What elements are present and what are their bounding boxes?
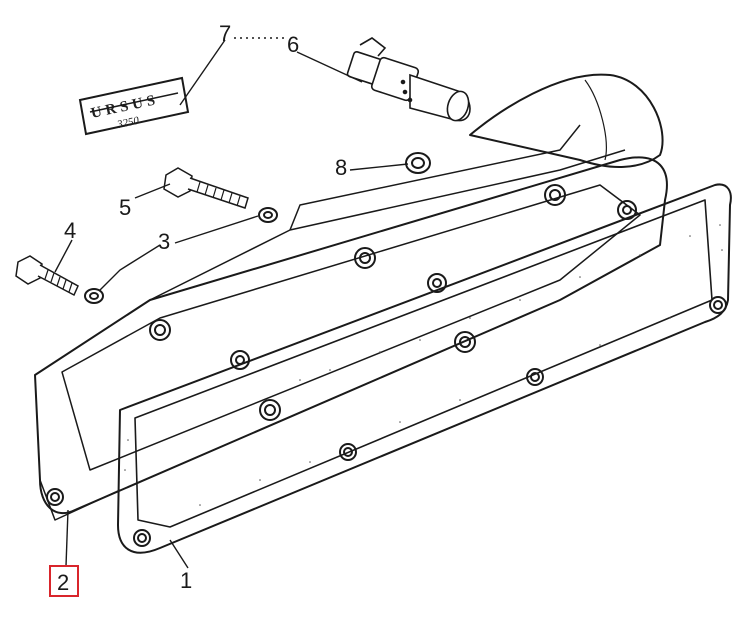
- callout-2-highlight-box: [49, 565, 79, 597]
- manifold-body: [34, 73, 668, 521]
- ursus-badge-7: URSUS 3250: [78, 76, 190, 136]
- bolt-5: [163, 167, 249, 209]
- callout-2-highlighted[interactable]: 2: [49, 565, 79, 597]
- callout-3: 3: [158, 229, 170, 254]
- washer-5: [258, 207, 278, 223]
- badge-model-text: 3250: [115, 115, 140, 132]
- sealing-ring-8: [405, 152, 431, 174]
- callout-8: 8: [335, 155, 347, 180]
- callout-5: 5: [119, 195, 131, 220]
- washer-3: [84, 288, 104, 304]
- callout-7: 7: [219, 21, 231, 46]
- gasket-texture: [124, 224, 723, 506]
- bolt-4: [15, 255, 79, 297]
- callout-4: 4: [64, 218, 76, 243]
- temperature-sensor-6: [346, 37, 471, 122]
- leader-lines: [54, 37, 409, 569]
- callout-2: 2: [57, 570, 69, 595]
- callout-6: 6: [287, 32, 299, 57]
- gasket: [117, 183, 732, 554]
- callout-1: 1: [180, 568, 192, 593]
